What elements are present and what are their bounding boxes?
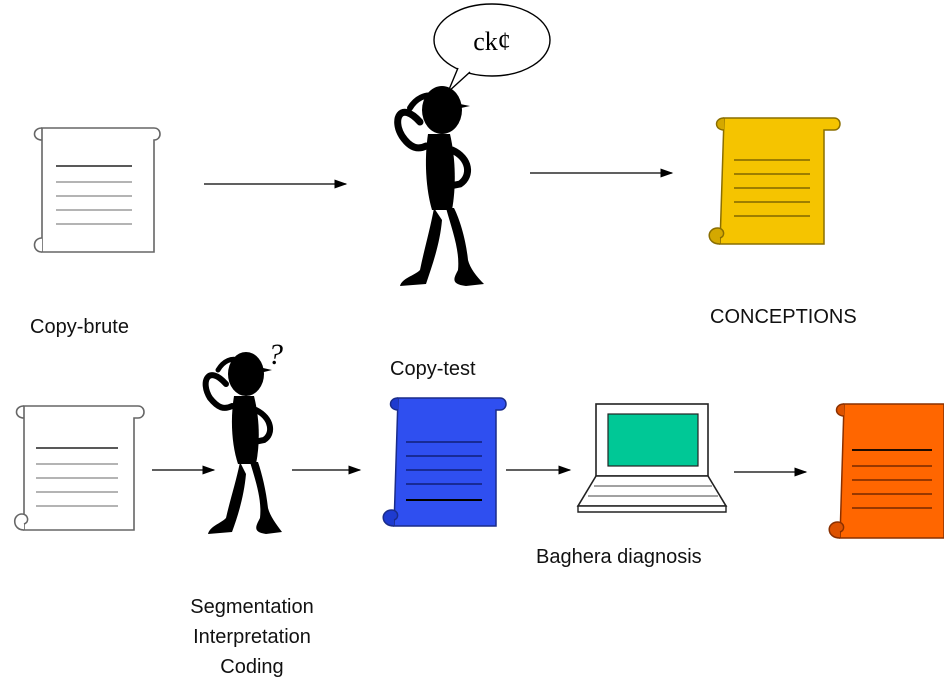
- interpretation-label: Interpretation: [193, 626, 311, 648]
- baghera-diagnosis-label: Baghera diagnosis: [536, 546, 702, 568]
- segmentation-label: Segmentation: [190, 596, 314, 618]
- coding-label: Coding: [220, 656, 284, 678]
- scroll-icon: [13, 405, 145, 531]
- copy-test-label: Copy-test: [390, 358, 476, 380]
- thought-bubble: ck¢: [433, 3, 551, 93]
- copy-brute-label: Copy-brute: [30, 316, 129, 338]
- laptop-icon: [576, 403, 728, 513]
- question-mark: ?: [268, 338, 283, 371]
- scroll-icon: [382, 397, 507, 527]
- scroll-icon: [33, 127, 161, 253]
- thinking-figure-icon: [202, 352, 282, 534]
- scroll-icon: [708, 117, 841, 245]
- bubble-text: ck¢: [473, 27, 511, 56]
- conceptions-label: CONCEPTIONS: [710, 306, 857, 328]
- thinking-figure-icon: [394, 86, 484, 286]
- scroll-icon: [828, 403, 944, 539]
